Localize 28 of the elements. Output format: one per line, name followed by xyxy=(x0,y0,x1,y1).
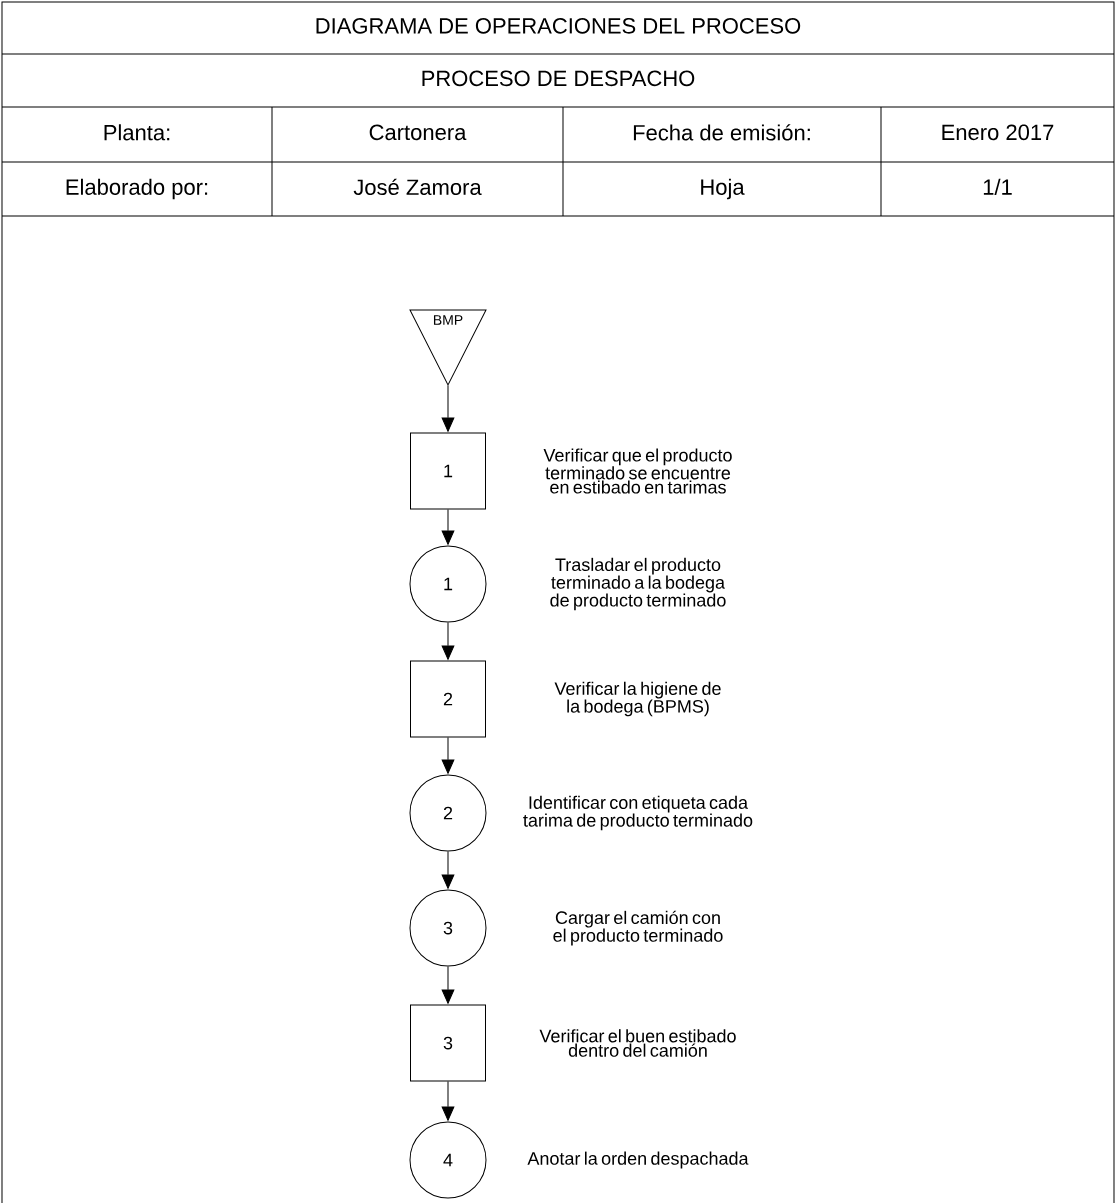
inspection-box: 2 xyxy=(410,660,486,738)
table-title: DIAGRAMA DE OPERACIONES DEL PROCESO xyxy=(316,18,801,34)
step-description: Identificar con etiqueta cada tarima de producto terminado xyxy=(523,795,753,831)
table-cell: Planta: xyxy=(104,124,170,141)
step-description: Verificar la higiene de la bodega (BPMS) xyxy=(554,681,721,717)
table-cell: Fecha de emisión: xyxy=(633,124,810,141)
step-description: Verificar el buen estibado dentro del camión xyxy=(539,1029,736,1057)
table-cell: José Zamora xyxy=(353,178,482,196)
arrow xyxy=(441,622,455,660)
arrow xyxy=(441,851,455,889)
table-cell: Hoja xyxy=(701,178,745,200)
step-description: Cargar el camión con el producto terminado xyxy=(553,910,723,946)
storage-triangle: BMP xyxy=(409,309,487,386)
arrow xyxy=(441,384,455,432)
step-description: Trasladar el producto terminado a la bodega de producto terminado xyxy=(550,557,726,611)
inspection-box: 1 xyxy=(410,432,486,510)
table-cell: 1/1 xyxy=(983,178,1012,195)
arrow xyxy=(441,1081,455,1121)
arrow xyxy=(441,737,455,774)
step-description: Anotar la orden despachada xyxy=(527,1151,749,1169)
table-cell: Elaborado por: xyxy=(66,178,208,200)
arrow xyxy=(441,509,455,545)
inspection-box: 3 xyxy=(410,1004,486,1082)
table-cell: Enero 2017 xyxy=(942,124,1054,141)
table-cell: Cartonera xyxy=(369,124,467,141)
arrow xyxy=(441,966,455,1004)
step-description: Verificar que el producto terminado se encuentre en estibado en tarimas xyxy=(543,448,732,494)
table-subtitle: PROCESO DE DESPACHO xyxy=(422,70,695,87)
